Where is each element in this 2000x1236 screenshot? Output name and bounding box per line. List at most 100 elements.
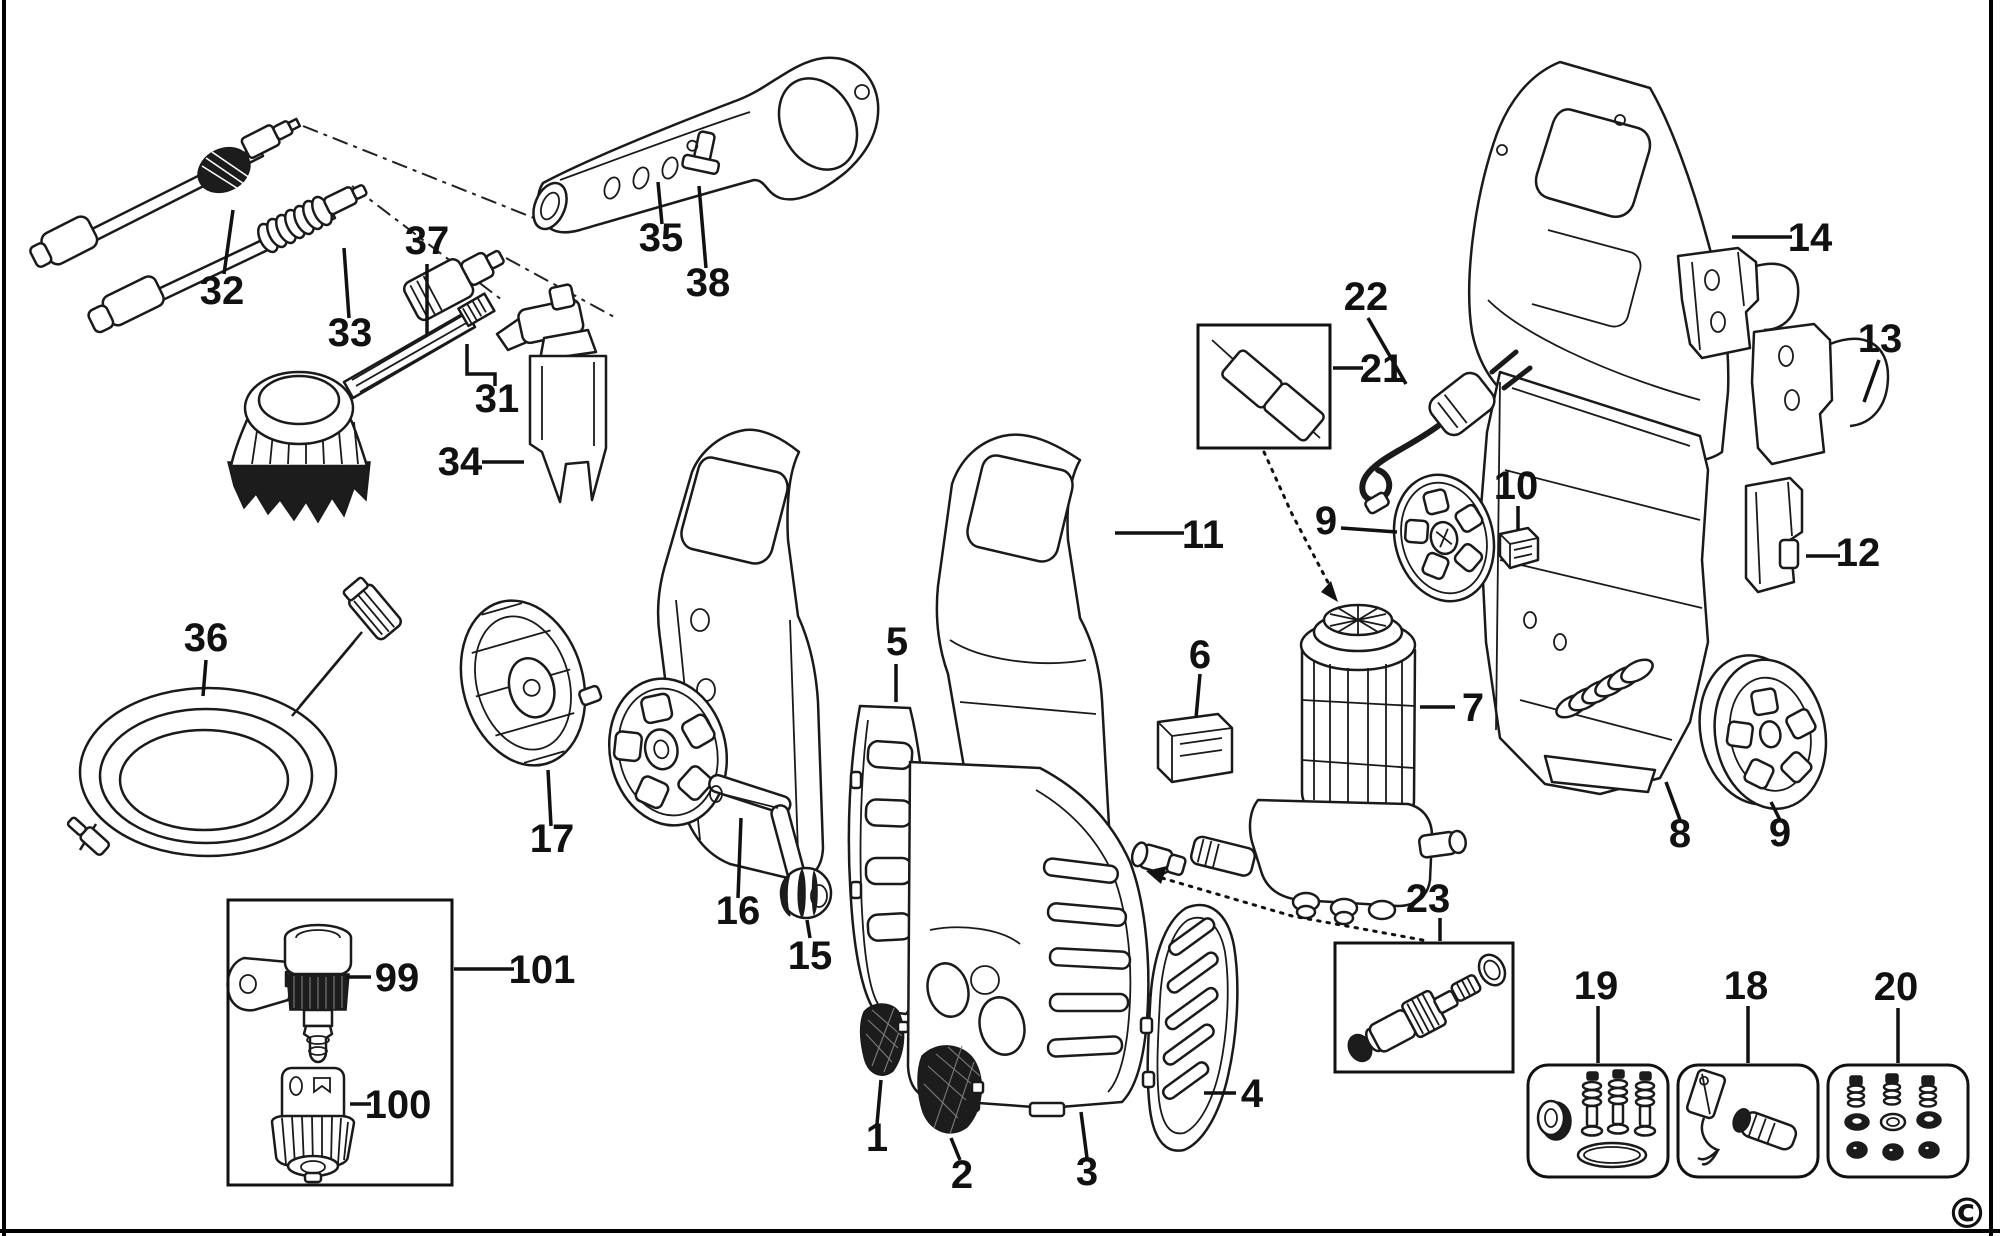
- motor-fan-cap: [1322, 603, 1394, 637]
- part-label-3: 3: [1076, 1150, 1098, 1194]
- part-label-32: 32: [200, 269, 245, 313]
- part-label-12: 12: [1836, 531, 1881, 575]
- callout-box-19: [1526, 1063, 1670, 1179]
- part-1-inlet-filter: [859, 1003, 910, 1076]
- part-15-knob: [779, 866, 833, 920]
- kit19-spring-2: [1606, 1069, 1630, 1135]
- part-38-trigger-lock: [681, 130, 721, 175]
- part-label-1: 1: [866, 1116, 888, 1160]
- kit-18-switch-and-cable: [1685, 1068, 1798, 1166]
- part-label-37: 37: [405, 219, 450, 263]
- kit-19-valve-service-parts: [1536, 1069, 1657, 1169]
- leader-6: [1194, 673, 1202, 719]
- leader-13: [1862, 359, 1881, 403]
- kit19-spring-1: [1580, 1071, 1604, 1137]
- part-label-13: 13: [1858, 317, 1903, 361]
- pump-inlet-connector: [1130, 841, 1187, 876]
- part-10-switch: [1498, 526, 1540, 570]
- part-label-2: 2: [951, 1153, 973, 1197]
- leader-38: [697, 185, 708, 269]
- part-label-36: 36: [184, 616, 229, 660]
- part-23-inlet-connector-kit: [1347, 953, 1507, 1063]
- part-100-hose-connector: [270, 1066, 356, 1184]
- phantom-lance-to-gun: [302, 125, 550, 225]
- part-label-23: 23: [1406, 877, 1451, 921]
- chassis-spring: [1555, 658, 1654, 719]
- kit20-poppets: [1846, 1073, 1938, 1108]
- leader-16: [736, 817, 743, 899]
- part-33-spray-lance: [87, 184, 368, 334]
- part-4-side-grille: [1139, 903, 1239, 1152]
- part-9-wheel-right: [1698, 654, 1828, 811]
- leader-3: [1079, 1111, 1089, 1159]
- leader-22: [1366, 317, 1408, 385]
- part-label-10: 10: [1494, 464, 1539, 508]
- part-label-18: 18: [1724, 964, 1769, 1008]
- dotted-pump-to-23: [1160, 876, 1430, 943]
- part-31-brush-lance: [342, 292, 496, 400]
- part-label-16: 16: [716, 889, 761, 933]
- part-label-8: 8: [1669, 812, 1691, 856]
- kit-20-seal-kit: [1844, 1073, 1942, 1161]
- lance-spring-coil: [257, 195, 333, 254]
- leader-33: [342, 247, 351, 319]
- leader-35: [656, 181, 664, 225]
- assembly-phantom-lines: [302, 125, 617, 319]
- part-label-9-left: 9: [1315, 499, 1337, 543]
- callout-box-21: [1196, 323, 1332, 450]
- leader-1: [875, 1079, 883, 1125]
- part-label-5: 5: [886, 620, 908, 664]
- part-34-detergent-bottle: [495, 283, 608, 504]
- leader-32: [222, 209, 235, 275]
- part-label-19: 19: [1574, 964, 1619, 1008]
- part-label-20: 20: [1874, 965, 1919, 1009]
- leader-36: [201, 659, 208, 697]
- part-label-22: 22: [1344, 275, 1389, 319]
- phantom-37-to-bottle: [505, 257, 617, 319]
- leader-8: [1664, 781, 1682, 821]
- part-13-hook-brackets: [1676, 246, 1890, 466]
- part-label-38: 38: [686, 261, 731, 305]
- part-label-7: 7: [1462, 686, 1484, 730]
- leader-2: [949, 1137, 962, 1161]
- part-32-spray-lance: [29, 117, 302, 268]
- callout-box-18: [1676, 1063, 1820, 1179]
- leader-9-left: [1340, 526, 1398, 534]
- part-label-6: 6: [1189, 633, 1211, 677]
- part-label-33: 33: [328, 311, 373, 355]
- part-21-capacitor: [1211, 339, 1325, 442]
- callout-box-23: [1333, 941, 1515, 1074]
- part-label-31: 31: [475, 377, 520, 421]
- part-label-35: 35: [639, 216, 684, 260]
- leader-15: [805, 919, 812, 939]
- part-label-9-right: 9: [1769, 811, 1791, 855]
- part-6-switch-housing: [1156, 712, 1234, 784]
- part-22-power-plug: [1359, 349, 1533, 515]
- leader-31: [465, 344, 497, 386]
- part-hose-reel-wheel: [607, 677, 729, 827]
- part-2-inlet-filter: [917, 1045, 985, 1135]
- part-99-tap-adaptor: [226, 923, 353, 1064]
- part-8-chassis-base: [1478, 370, 1710, 796]
- part-label-100: 100: [365, 1083, 432, 1127]
- part-37-nozzle-fitting: [402, 249, 505, 322]
- kit20-grommets: [1846, 1141, 1940, 1161]
- callout-box-101: [226, 898, 454, 1187]
- part-label-4: 4: [1241, 1072, 1264, 1116]
- part-label-34: 34: [438, 440, 483, 484]
- part-7-motor-pump-assembly: [1130, 603, 1467, 926]
- leader-17: [546, 769, 553, 827]
- kit19-spring-3: [1633, 1071, 1657, 1137]
- part-label-14: 14: [1788, 216, 1833, 260]
- part-12-hook-bracket-small: [1744, 476, 1804, 594]
- part-label-11: 11: [1182, 513, 1224, 557]
- part-5-side-panel-door: [847, 704, 929, 1016]
- part-17-hose-reel-plate: [459, 599, 603, 767]
- part-brush-head: [227, 370, 371, 524]
- arrow-to-pump-inlet: [1146, 866, 1167, 884]
- arrow-to-motor: [1321, 581, 1338, 602]
